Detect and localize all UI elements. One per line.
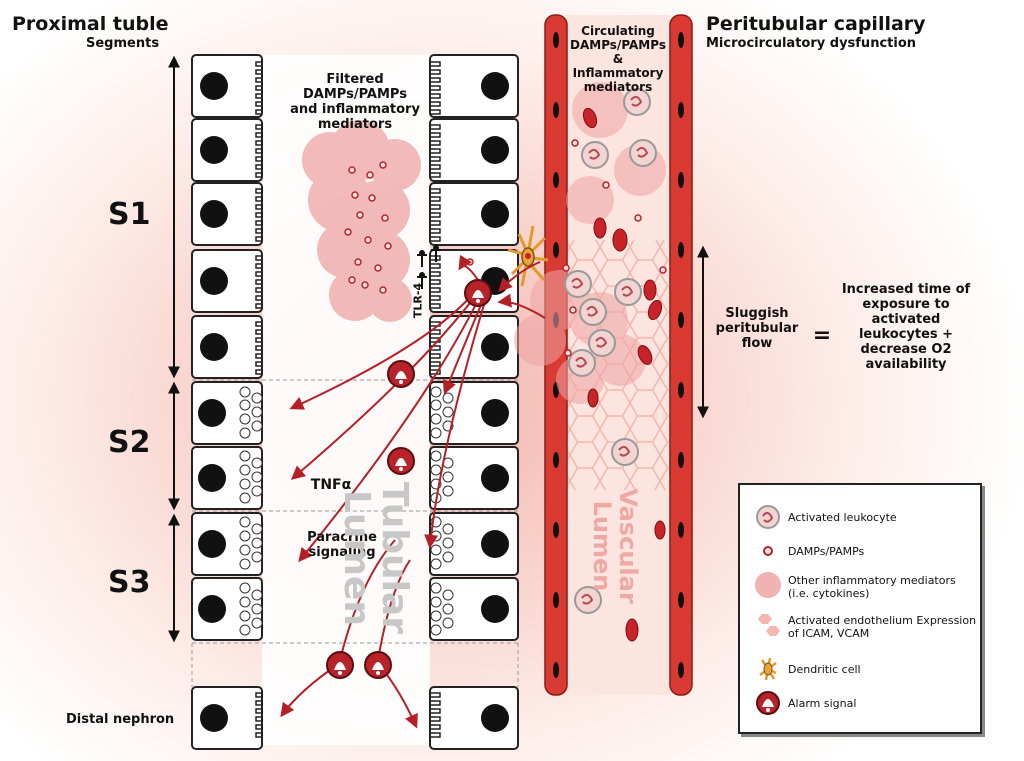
filtered-mediators-label: Filtered DAMPs/PAMPs and inflammatory me… (290, 72, 420, 132)
legend-item-dendritic-cell: Dendritic cell (740, 655, 980, 689)
epithelial-cell (191, 118, 263, 182)
epithelial-cell (191, 54, 263, 118)
legend-item-alarm-signal: Alarm signal (740, 689, 980, 723)
capillary-subtitle: Microcirculatory dysfunction (706, 36, 917, 51)
brush-border-right-s1 (430, 61, 441, 738)
inflammatory-mediator-icon (755, 572, 781, 598)
epithelial-cell (191, 577, 263, 641)
alarm-signals (326, 279, 492, 679)
epithelial-cell (429, 118, 519, 182)
capillary-title: Peritubular capillary (706, 13, 926, 35)
legend-box: Activated leukocyte DAMPs/PAMPs Other in… (738, 483, 982, 734)
legend-item-damps: DAMPs/PAMPs (740, 537, 980, 571)
epithelial-cell (191, 446, 263, 510)
alarm-signal (326, 651, 354, 679)
tlr4-receptors (417, 245, 441, 289)
leukocyte (564, 270, 592, 298)
activated-leukocytes (564, 88, 657, 614)
leukocyte (629, 139, 657, 167)
segment-label-s2: S2 (108, 425, 151, 460)
proximal-tubule-subtitle: Segments (86, 36, 160, 51)
leukocyte (611, 438, 639, 466)
leukocyte (579, 298, 607, 326)
proximal-tubule-title: Proximal tuble (12, 13, 169, 35)
segment-label-s1: S1 (108, 197, 151, 232)
legend-item-inflammatory-mediators: Other inflammatory mediators (i.e. cytok… (740, 571, 980, 605)
epithelial-cell (429, 686, 519, 750)
alarm-signal (364, 651, 392, 679)
legend-text: DAMPs/PAMPs (788, 545, 865, 558)
leukocyte (568, 349, 596, 377)
legend-text: Dendritic cell (788, 663, 861, 676)
legend-text: Activated leukocyte (788, 511, 897, 524)
left-epithelium (191, 54, 263, 750)
epithelial-cell (429, 182, 519, 246)
legend-item-endothelium: Activated endothelium Expression of ICAM… (740, 611, 980, 645)
capillary-wall-right (669, 14, 693, 696)
epithelial-cell (429, 54, 519, 118)
epithelial-cell (191, 381, 263, 445)
filtered-damp-dots (344, 161, 392, 294)
alarm-signal (387, 360, 415, 388)
activated-leukocyte-icon (756, 505, 780, 529)
tnf-label: TNFα (310, 477, 352, 493)
dendritic-cell-icon (759, 657, 777, 681)
epithelial-cell (191, 686, 263, 750)
distal-nephron-label: Distal nephron (66, 712, 175, 727)
legend-text: Alarm signal (788, 697, 857, 710)
activated-endothelium-icon (758, 614, 780, 636)
paracrine-label: Paracrine signaling (307, 530, 377, 560)
outcome-label: Increased time of exposure to activated … (841, 282, 971, 372)
epithelial-cell (429, 315, 519, 379)
vesicle-border-left (239, 386, 263, 636)
segment-dividers (191, 379, 519, 687)
tlr4-label: TLR-4 (411, 282, 425, 319)
leukocyte (623, 88, 651, 116)
dendritic-cell (507, 225, 549, 287)
leukocyte (614, 278, 642, 306)
alarm-signal (387, 447, 415, 475)
legend-item-activated-leukocyte: Activated leukocyte (740, 503, 980, 537)
alarm-signal (464, 279, 492, 307)
brush-border-left-s1 (255, 61, 262, 738)
leukocyte (581, 141, 609, 169)
red-blood-cells (582, 107, 666, 642)
sluggish-flow-label: Sluggish peritubular flow (715, 306, 799, 351)
legend-text: Other inflammatory mediators (i.e. cytok… (788, 574, 956, 600)
alarm-signal-icon (756, 691, 780, 715)
right-epithelium (429, 54, 519, 750)
epithelial-cell (191, 249, 263, 313)
legend-text: Activated endothelium Expression of ICAM… (788, 614, 977, 640)
tubular-lumen-label: Tubular Lumen (336, 481, 415, 634)
damp-pamp-icon (763, 546, 773, 556)
epithelial-cell (191, 182, 263, 246)
epithelial-cell (191, 512, 263, 576)
segment-label-s3: S3 (108, 565, 151, 600)
leukocyte (574, 586, 602, 614)
epithelial-cell (191, 315, 263, 379)
equals-sign: = (812, 323, 832, 348)
circulating-mediators-label: Circulating DAMPs/PAMPs & Inflammatory m… (570, 24, 666, 94)
vascular-lumen-label: Vascular Lumen (588, 488, 642, 604)
leukocyte (588, 329, 616, 357)
